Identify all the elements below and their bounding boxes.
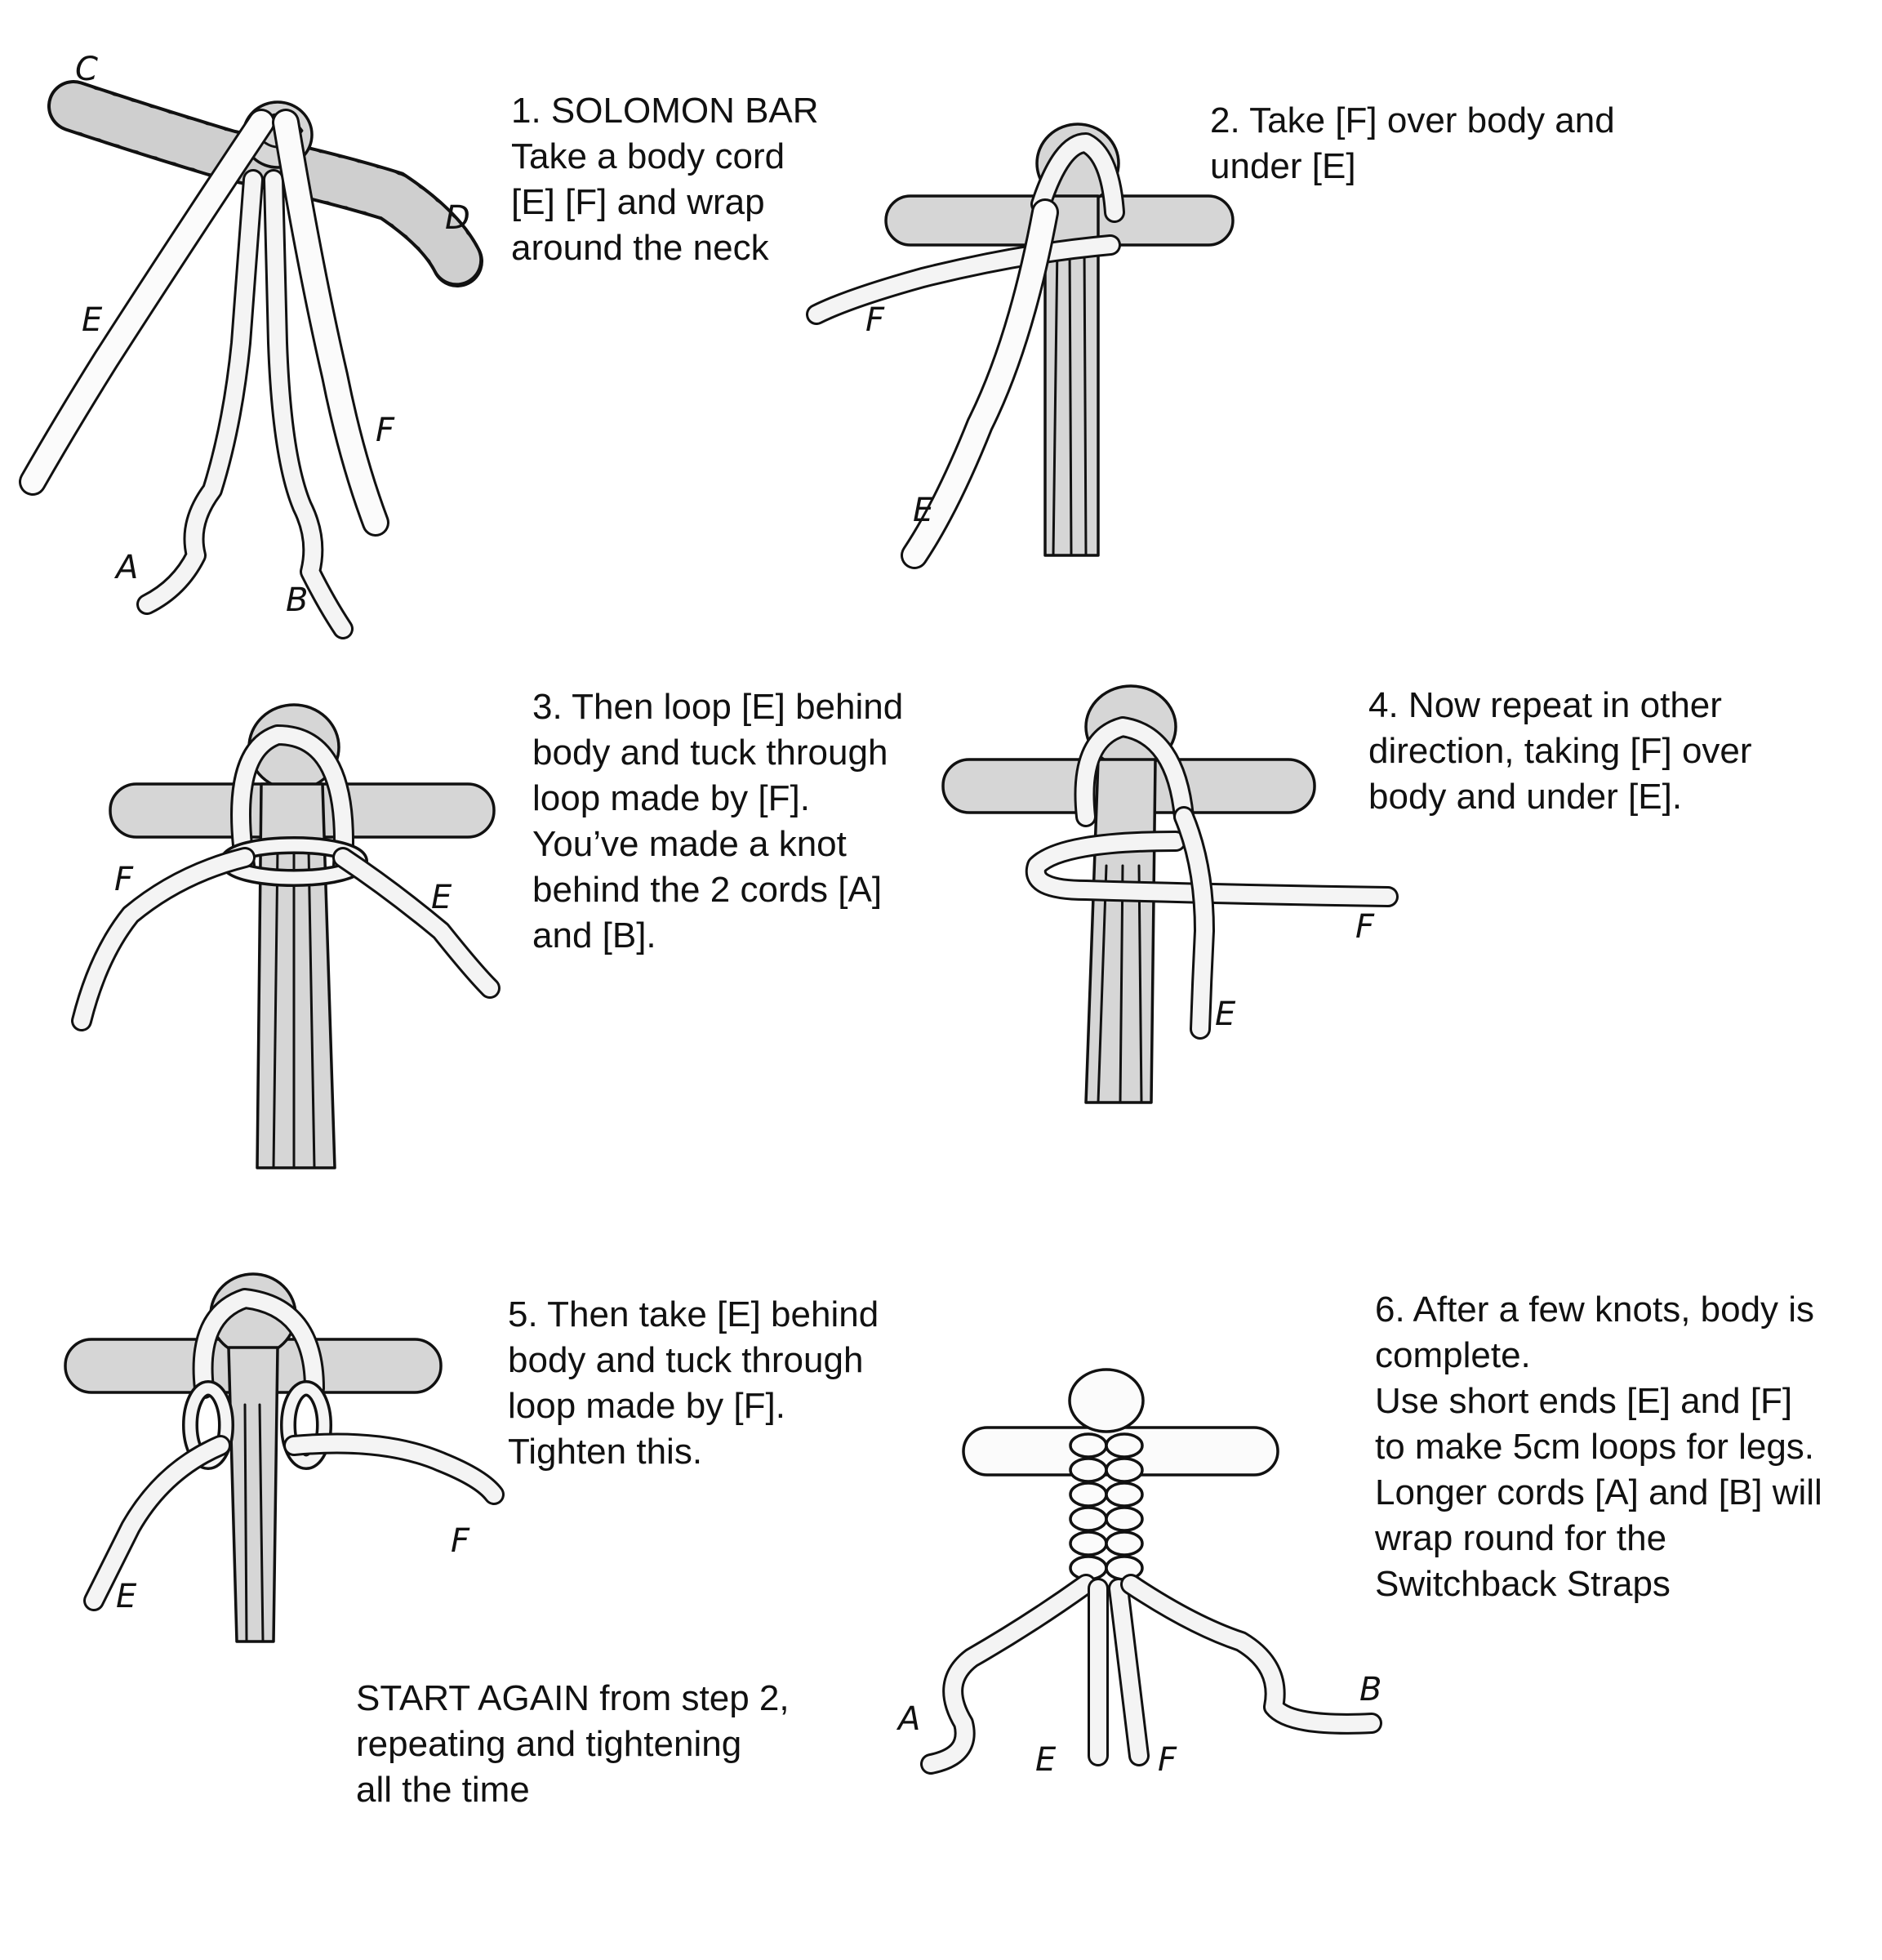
repeat-note: START AGAIN from step 2, repeating and t… <box>356 1676 790 1813</box>
figure-5 <box>64 1272 505 1643</box>
fig1-label-d: D <box>445 199 470 237</box>
figure-6 <box>920 1368 1382 1775</box>
step-2-caption: 2. Take [F] over body and under [E] <box>1210 98 1615 189</box>
figure-4 <box>941 684 1399 1104</box>
figure-1-solomon-bar <box>19 80 483 639</box>
step-5-line: loop made by [F]. <box>508 1386 785 1426</box>
fig4-label-f: F <box>1355 908 1375 946</box>
fig4-label-e: E <box>1215 996 1236 1033</box>
step-1-line: 1. SOLOMON BAR <box>511 91 819 131</box>
fig5-label-f: F <box>451 1522 470 1560</box>
fig5-label-e: E <box>116 1578 137 1615</box>
step-3-line: loop made by [F]. <box>532 778 810 818</box>
fig6-label-f: F <box>1158 1741 1177 1779</box>
fig3-label-e: E <box>431 879 452 916</box>
fig2-label-e: E <box>913 492 934 529</box>
step-3-line: You’ve made a knot <box>532 824 847 864</box>
step-1-line: Take a body cord <box>511 136 785 176</box>
step-6-line: Use short ends [E] and [F] <box>1375 1381 1793 1421</box>
figure-2 <box>806 122 1235 569</box>
figure-3 <box>71 703 501 1169</box>
step-6-line: 6. After a few knots, body is <box>1375 1290 1815 1330</box>
fig6-label-b: B <box>1359 1671 1381 1708</box>
fig1-label-e: E <box>82 301 103 339</box>
step-2-line: 2. Take [F] over body and <box>1210 100 1615 140</box>
step-1-line: [E] [F] and wrap <box>511 182 765 222</box>
step-1-line: around the neck <box>511 228 769 268</box>
fig1-label-a: A <box>113 549 138 586</box>
step-3-line: and [B]. <box>532 915 656 956</box>
step-3-line: behind the 2 cords [A] <box>532 870 883 910</box>
step-6-line: Longer cords [A] and [B] will <box>1375 1472 1822 1512</box>
step-6-caption: 6. After a few knots, body is complete. … <box>1375 1287 1822 1607</box>
step-3-line: body and tuck through <box>532 733 888 773</box>
fig1-label-b: B <box>286 581 308 619</box>
step-5-line: Tighten this. <box>508 1432 703 1472</box>
step-4-caption: 4. Now repeat in other direction, taking… <box>1368 683 1752 820</box>
step-3-caption: 3. Then loop [E] behind body and tuck th… <box>532 684 903 959</box>
step-5-line: 5. Then take [E] behind <box>508 1294 879 1334</box>
step-5-line: body and tuck through <box>508 1340 864 1380</box>
step-6-line: to make 5cm loops for legs. <box>1375 1427 1815 1467</box>
step-4-line: 4. Now repeat in other <box>1368 685 1722 725</box>
fig1-label-c: C <box>75 51 98 88</box>
fig6-label-a: A <box>896 1700 920 1738</box>
step-1-caption: 1. SOLOMON BAR Take a body cord [E] [F] … <box>511 88 819 271</box>
step-6-line: complete. <box>1375 1335 1531 1375</box>
repeat-note-line: START AGAIN from step 2, <box>356 1678 790 1718</box>
step-2-line: under [E] <box>1210 146 1356 186</box>
step-4-line: body and under [E]. <box>1368 777 1683 817</box>
step-5-caption: 5. Then take [E] behind body and tuck th… <box>508 1292 879 1475</box>
repeat-note-line: all the time <box>356 1770 530 1810</box>
step-6-line: Switchback Straps <box>1375 1564 1671 1604</box>
step-6-line: wrap round for the <box>1375 1518 1667 1558</box>
fig3-label-f: F <box>114 861 134 898</box>
step-3-line: 3. Then loop [E] behind <box>532 687 904 727</box>
repeat-note-line: repeating and tightening <box>356 1724 742 1764</box>
fig2-label-f: F <box>865 301 885 339</box>
fig6-label-e: E <box>1035 1741 1057 1779</box>
fig1-label-f: F <box>376 412 395 449</box>
step-4-line: direction, taking [F] over <box>1368 731 1752 771</box>
